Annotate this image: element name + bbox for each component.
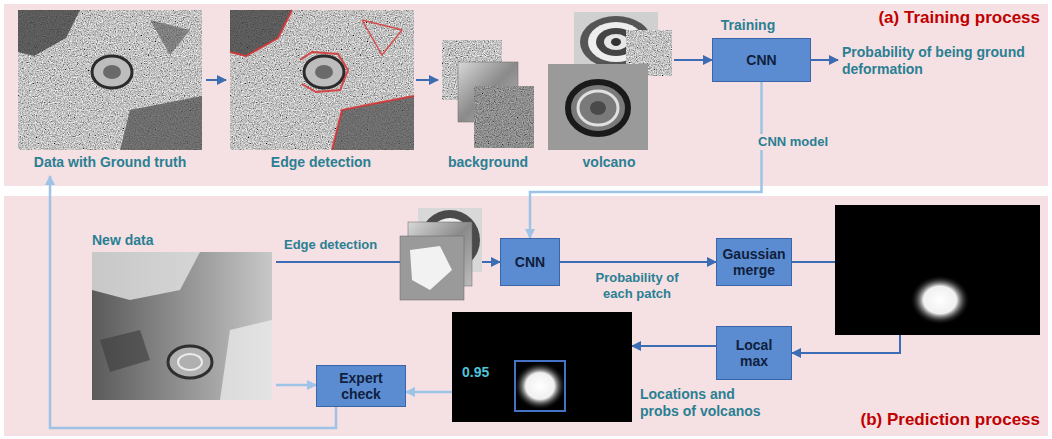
image-node: New data xyxy=(88,230,276,404)
dark-region xyxy=(120,96,202,150)
patch xyxy=(548,64,648,150)
process-box: TrainingCNN xyxy=(712,38,811,82)
process-box: CNN xyxy=(500,238,560,286)
fringe xyxy=(604,34,628,50)
sar-image xyxy=(230,10,414,150)
result-image: 0.95Locations and probs of volcanos xyxy=(452,312,632,422)
volcano-ring xyxy=(168,346,212,378)
image-caption: New data xyxy=(92,232,212,249)
edge-label: Edge detection xyxy=(282,237,379,253)
image-node: Data with Ground truth xyxy=(14,10,206,176)
image-node: Edge detection xyxy=(226,10,416,176)
detection-image xyxy=(452,312,632,422)
edge-image xyxy=(230,10,414,150)
volcano-ring xyxy=(92,56,132,88)
image-caption: Locations and probs of volcanos xyxy=(640,386,775,420)
process-box: Local max xyxy=(716,326,792,380)
panel-title: (b) Prediction process xyxy=(840,410,1040,430)
patch-shade xyxy=(474,86,534,148)
light-region xyxy=(410,246,452,290)
sar-image xyxy=(92,252,272,400)
edge-trace xyxy=(332,96,414,150)
patch xyxy=(400,236,464,300)
flow-arrow xyxy=(406,391,452,394)
heat-blob xyxy=(514,362,566,410)
heat-blob xyxy=(910,275,970,325)
volcano-ring xyxy=(568,82,628,134)
edge-label: Probability of each patch xyxy=(580,270,694,301)
fringe xyxy=(611,38,621,46)
edge-trace xyxy=(300,52,348,92)
volcano-ring xyxy=(578,91,618,125)
volcano-ring xyxy=(304,56,344,88)
image-caption: volcano xyxy=(544,154,674,171)
box-label: Expert check xyxy=(322,370,400,402)
score-label: 0.95 xyxy=(462,364,512,381)
image-caption: Edge detection xyxy=(226,154,416,171)
prediction-panel-fill xyxy=(4,196,1048,436)
training-panel-fill xyxy=(4,4,1048,186)
box-label: Gaussian merge xyxy=(722,246,786,278)
flow-arrow xyxy=(674,59,712,61)
edge-trace xyxy=(362,20,402,55)
box-label: CNN xyxy=(515,254,545,270)
process-box: Gaussian merge xyxy=(716,238,792,286)
dark-region xyxy=(230,10,292,56)
volcano-core xyxy=(315,65,333,79)
image-node: background xyxy=(438,38,538,174)
dark-region xyxy=(150,20,190,55)
flow-arrow xyxy=(50,176,336,428)
flow-arrow xyxy=(416,79,438,81)
edge-label: CNN model xyxy=(756,134,830,150)
panel-band: (a) Training processData with Ground tru… xyxy=(4,4,1048,186)
sar-image xyxy=(18,10,202,150)
box-heading: Training xyxy=(688,17,808,34)
volcano-core xyxy=(103,65,121,79)
flow-arrow xyxy=(206,79,226,81)
dark-region xyxy=(332,96,414,150)
light-region xyxy=(92,252,200,300)
dark-region xyxy=(100,330,150,372)
box-label: CNN xyxy=(746,52,776,68)
edge-trace xyxy=(230,10,292,56)
volcano-ring xyxy=(178,354,202,370)
process-box: Expert check xyxy=(316,365,406,407)
light-region xyxy=(220,320,272,400)
flow-arrow xyxy=(560,261,716,263)
flow-arrow xyxy=(276,384,316,387)
image-caption: Data with Ground truth xyxy=(14,154,206,171)
image-caption: background xyxy=(438,154,538,171)
box-label: Local max xyxy=(722,337,786,369)
volcano-core xyxy=(590,101,606,115)
dark-region xyxy=(18,10,80,56)
image-node: volcano xyxy=(544,10,674,176)
output-note: Probability of being ground deformation xyxy=(842,44,1042,78)
heatmap-image xyxy=(835,205,1040,335)
flow-arrow xyxy=(632,345,716,347)
panel-title: (a) Training process xyxy=(840,8,1040,28)
panel-band: (b) Prediction process New dataCNN Gaussia… xyxy=(4,196,1048,436)
detection-box xyxy=(515,361,565,411)
patch xyxy=(474,86,534,148)
